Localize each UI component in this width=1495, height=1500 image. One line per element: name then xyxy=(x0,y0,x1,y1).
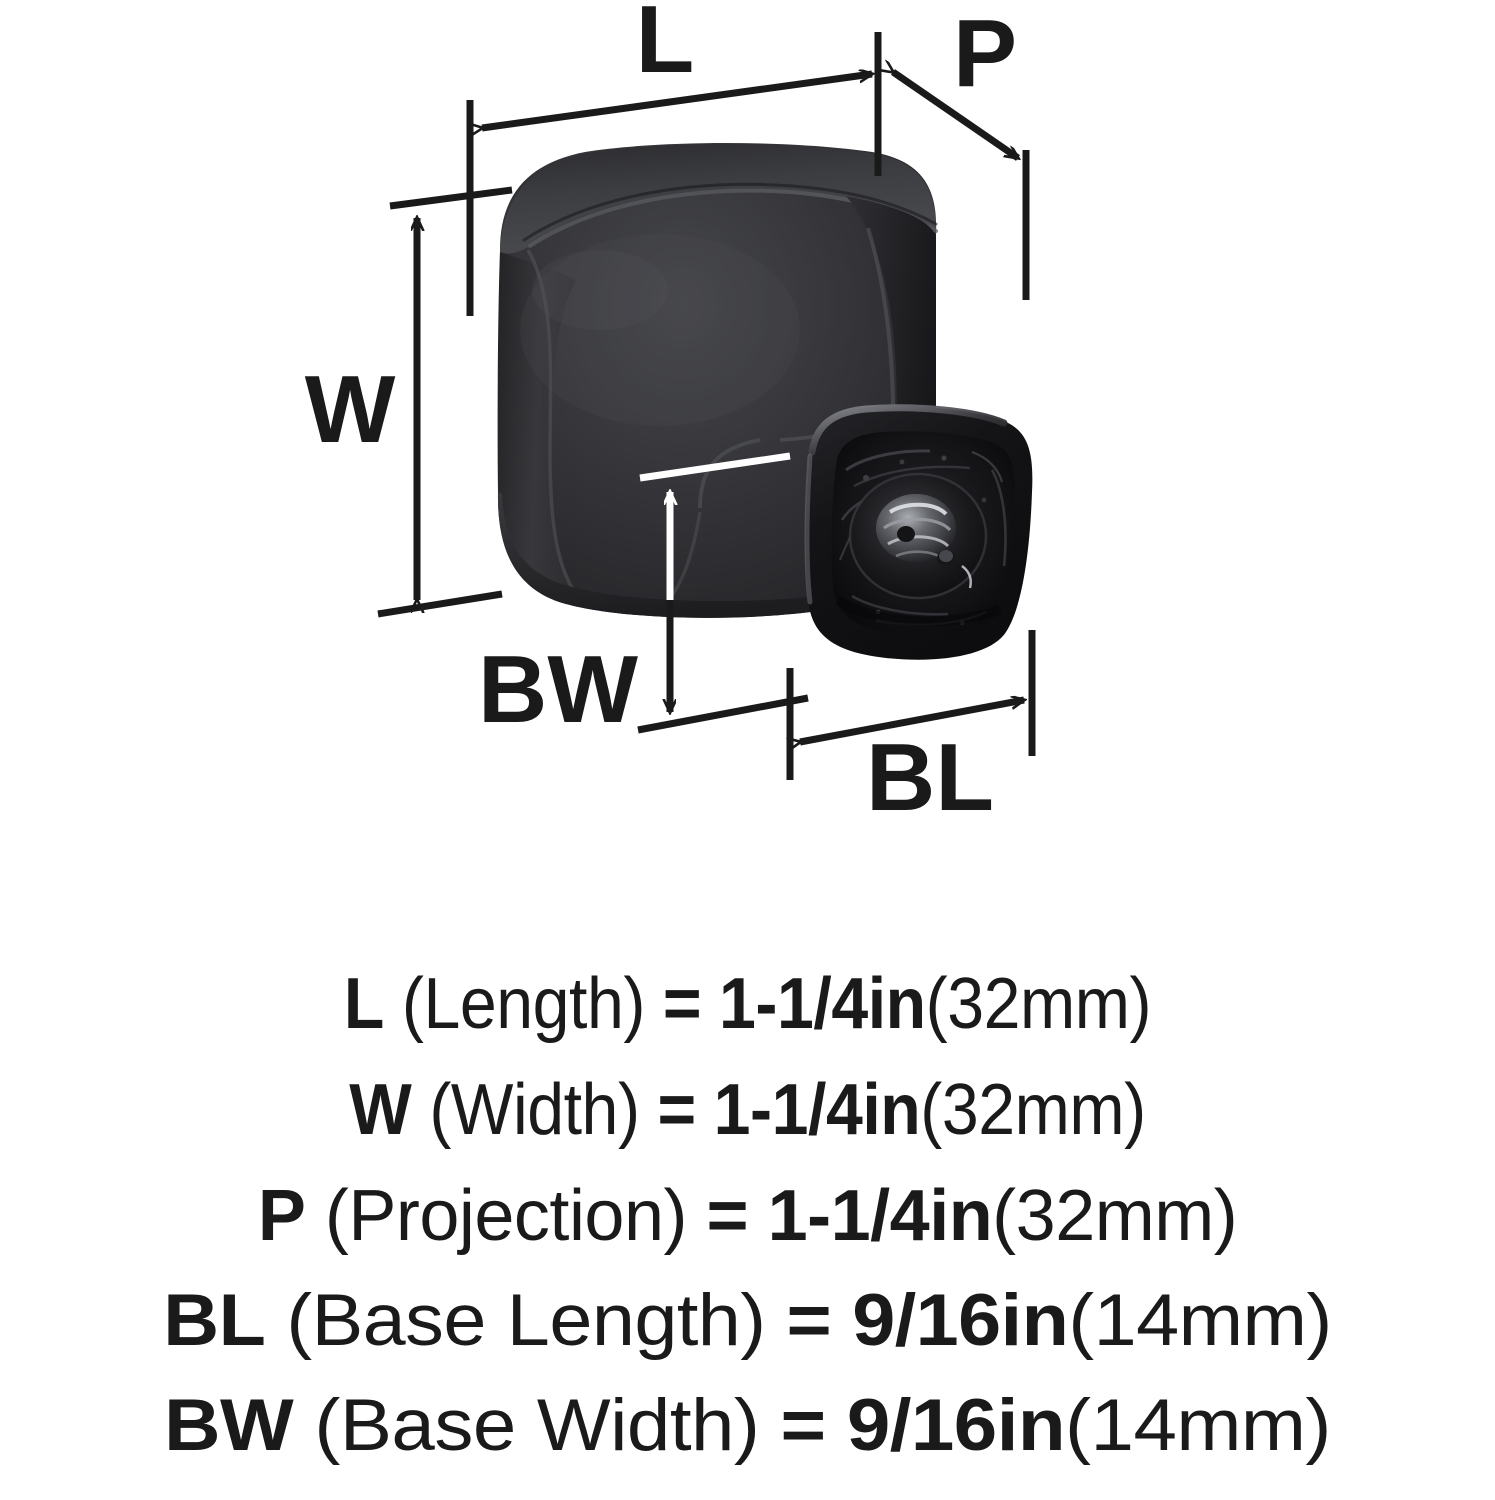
legend-value-P: 1-1/4in xyxy=(767,1176,993,1256)
legend-row-BW: BW (Base Width) = 9/16in(14mm) xyxy=(0,1389,1495,1462)
dimension-label-BL: BL xyxy=(866,724,994,831)
dimension-label-P: P xyxy=(953,0,1017,107)
legend-code-BL: BL xyxy=(163,1280,266,1361)
legend-value-W: 1-1/4in xyxy=(713,1070,921,1150)
dimension-W: W xyxy=(305,186,513,618)
legend-eq-L: = xyxy=(662,964,702,1044)
legend-metric-W: (32mm) xyxy=(920,1070,1146,1150)
dimension-BW: BW xyxy=(478,452,809,743)
legend-word-BL: (Base Length) xyxy=(286,1280,766,1361)
dimension-legend: L (Length) = 1-1/4in(32mm) W (Width) = 1… xyxy=(0,920,1495,1500)
BW-extension-bottom xyxy=(637,694,809,734)
dimension-L: L xyxy=(466,0,882,316)
W-extension-bottom xyxy=(377,590,503,618)
knob-top-bevel xyxy=(500,144,937,254)
legend-metric-BL: (14mm) xyxy=(1068,1280,1332,1361)
dimension-label-W: W xyxy=(305,356,396,463)
knob-facet-inner-corner xyxy=(698,438,761,509)
knob-product-image xyxy=(497,143,1033,660)
product-dimension-diagram: L P W xyxy=(304,0,1036,831)
dimension-label-L: L xyxy=(636,0,695,93)
dimension-P: P xyxy=(893,0,1030,300)
legend-value-L: 1-1/4in xyxy=(719,964,926,1044)
dimension-BL: BL xyxy=(790,630,1036,831)
legend-value-BW: 9/16in xyxy=(846,1385,1066,1466)
legend-eq-BW: = xyxy=(780,1385,827,1466)
diagram-svg: L P W xyxy=(304,0,1036,831)
BW-extension-top xyxy=(639,452,791,482)
base-pad-rim-left xyxy=(804,453,813,605)
legend-code-P: P xyxy=(257,1176,306,1256)
legend-row-L: L (Length) = 1-1/4in(32mm) xyxy=(60,968,1435,1040)
legend-word-P: (Projection) xyxy=(324,1176,688,1256)
base-threaded-insert xyxy=(876,494,972,589)
legend-row-W: W (Width) = 1-1/4in(32mm) xyxy=(60,1074,1435,1146)
legend-code-L: L xyxy=(343,964,384,1044)
legend-eq-BL: = xyxy=(786,1280,832,1361)
legend-eq-P: = xyxy=(706,1176,749,1256)
knob-left-edge-highlight xyxy=(526,249,582,602)
W-extension-top xyxy=(389,186,513,210)
knob-left-bevel xyxy=(497,252,580,604)
legend-row-P: P (Projection) = 1-1/4in(32mm) xyxy=(0,1180,1495,1252)
base-pad-rim-highlight xyxy=(808,404,1008,456)
BL-arrow xyxy=(800,700,1024,742)
knob-top-seam-shadow xyxy=(522,182,938,242)
legend-word-L: (Length) xyxy=(401,964,645,1044)
base-screw-boss-ring xyxy=(848,472,988,600)
knob-front-specular xyxy=(520,234,800,426)
base-bottom-shadow xyxy=(835,595,1002,627)
knob-front-specular-2 xyxy=(532,250,668,330)
legend-eq-W: = xyxy=(657,1070,696,1150)
legend-word-W: (Width) xyxy=(429,1070,640,1150)
dimension-label-BW: BW xyxy=(478,636,638,743)
legend-word-BW: (Base Width) xyxy=(314,1385,760,1466)
legend-code-W: W xyxy=(349,1070,412,1150)
L-arrow xyxy=(482,74,872,128)
legend-metric-L: (32mm) xyxy=(925,964,1152,1044)
legend-value-BL: 9/16in xyxy=(852,1280,1069,1361)
legend-code-BW: BW xyxy=(164,1385,294,1466)
P-arrow xyxy=(893,72,1018,161)
legend-metric-BW: (14mm) xyxy=(1065,1385,1331,1466)
knob-base-pad xyxy=(804,404,1033,660)
legend-metric-P: (32mm) xyxy=(992,1176,1238,1256)
legend-row-BL: BL (Base Length) = 9/16in(14mm) xyxy=(0,1284,1495,1357)
